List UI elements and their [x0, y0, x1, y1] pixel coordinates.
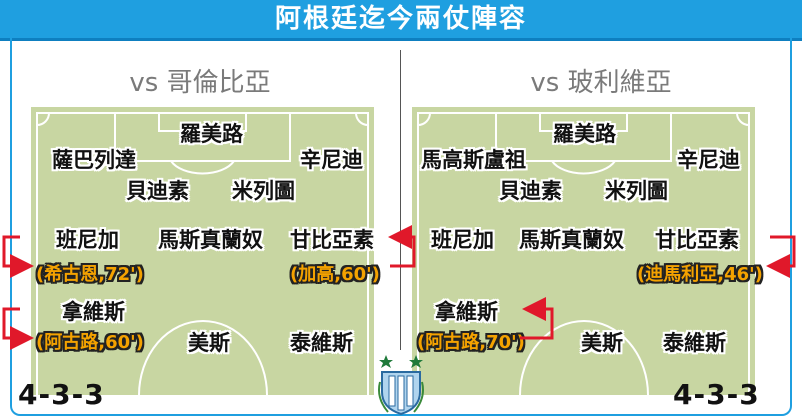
formation-label: 4-3-3: [18, 378, 105, 411]
player-left-def: 薩巴列達: [52, 148, 136, 172]
player-row4-mid: 馬斯真蘭奴: [158, 228, 263, 252]
player-row4-right: 甘比亞素: [655, 228, 739, 252]
opponent-label: vs 玻利維亞: [530, 68, 672, 98]
sub-row5-left: (阿古路,60'): [36, 332, 144, 353]
pitch-lines: [417, 112, 750, 395]
player-mid2: 米列圖: [232, 179, 295, 203]
player-row4-left: 班尼加: [431, 228, 494, 252]
page-title: 阿根廷迄今兩仗陣容: [0, 0, 802, 41]
sub-row4-right: (迪馬利亞,46'): [637, 264, 763, 285]
pitch-lines: [36, 112, 369, 395]
sub-arrow-left-row4: [2, 235, 34, 278]
player-bot-right: 泰維斯: [663, 331, 726, 355]
sub-arrow-right-row5: [520, 297, 554, 340]
match-panel-bolivia: vs 玻利維亞 羅美路 馬高斯盧祖 辛尼迪 貝迪素 米列圖 班尼加 馬斯真蘭奴 …: [401, 38, 801, 420]
player-right-def: 辛尼迪: [300, 148, 363, 172]
player-mid1: 貝迪素: [126, 179, 189, 203]
player-mid2: 米列圖: [605, 179, 668, 203]
opponent-label: vs 哥倫比亞: [129, 68, 271, 98]
player-row4-left: 班尼加: [56, 228, 119, 252]
sub-row4-right: (加高,60'): [290, 264, 380, 285]
player-left-def: 馬高斯盧祖: [421, 148, 526, 172]
player-bot-right: 泰維斯: [290, 331, 353, 355]
pitch: [31, 107, 374, 395]
player-row5-left: 拿維斯: [62, 300, 125, 324]
sub-row5-left: (阿古路,70'): [417, 332, 525, 353]
formation-label: 4-3-3: [673, 378, 760, 411]
player-bot-mid: 美斯: [581, 331, 623, 355]
afa-crest-icon: [378, 355, 424, 416]
player-bot-mid: 美斯: [188, 331, 230, 355]
player-top: 羅美路: [553, 122, 616, 146]
center-divider: [400, 50, 401, 350]
player-row5-left: 拿維斯: [435, 300, 498, 324]
player-right-def: 辛尼迪: [677, 148, 740, 172]
match-panel-colombia: vs 哥倫比亞 羅美路 薩巴列達 辛尼迪 貝迪素 米列圖 班尼加 馬斯真蘭奴 甘…: [0, 38, 400, 420]
sub-arrow-center-left: [388, 225, 416, 268]
player-mid1: 貝迪素: [499, 179, 562, 203]
pitch: [412, 107, 755, 395]
player-row4-right: 甘比亞素: [290, 228, 374, 252]
sub-arrow-left-row5: [2, 307, 34, 350]
sub-row4-left: (希古恩,72'): [36, 264, 144, 285]
sub-arrow-right-row4: [766, 235, 796, 278]
player-row4-mid: 馬斯真蘭奴: [519, 228, 624, 252]
player-top: 羅美路: [180, 122, 243, 146]
